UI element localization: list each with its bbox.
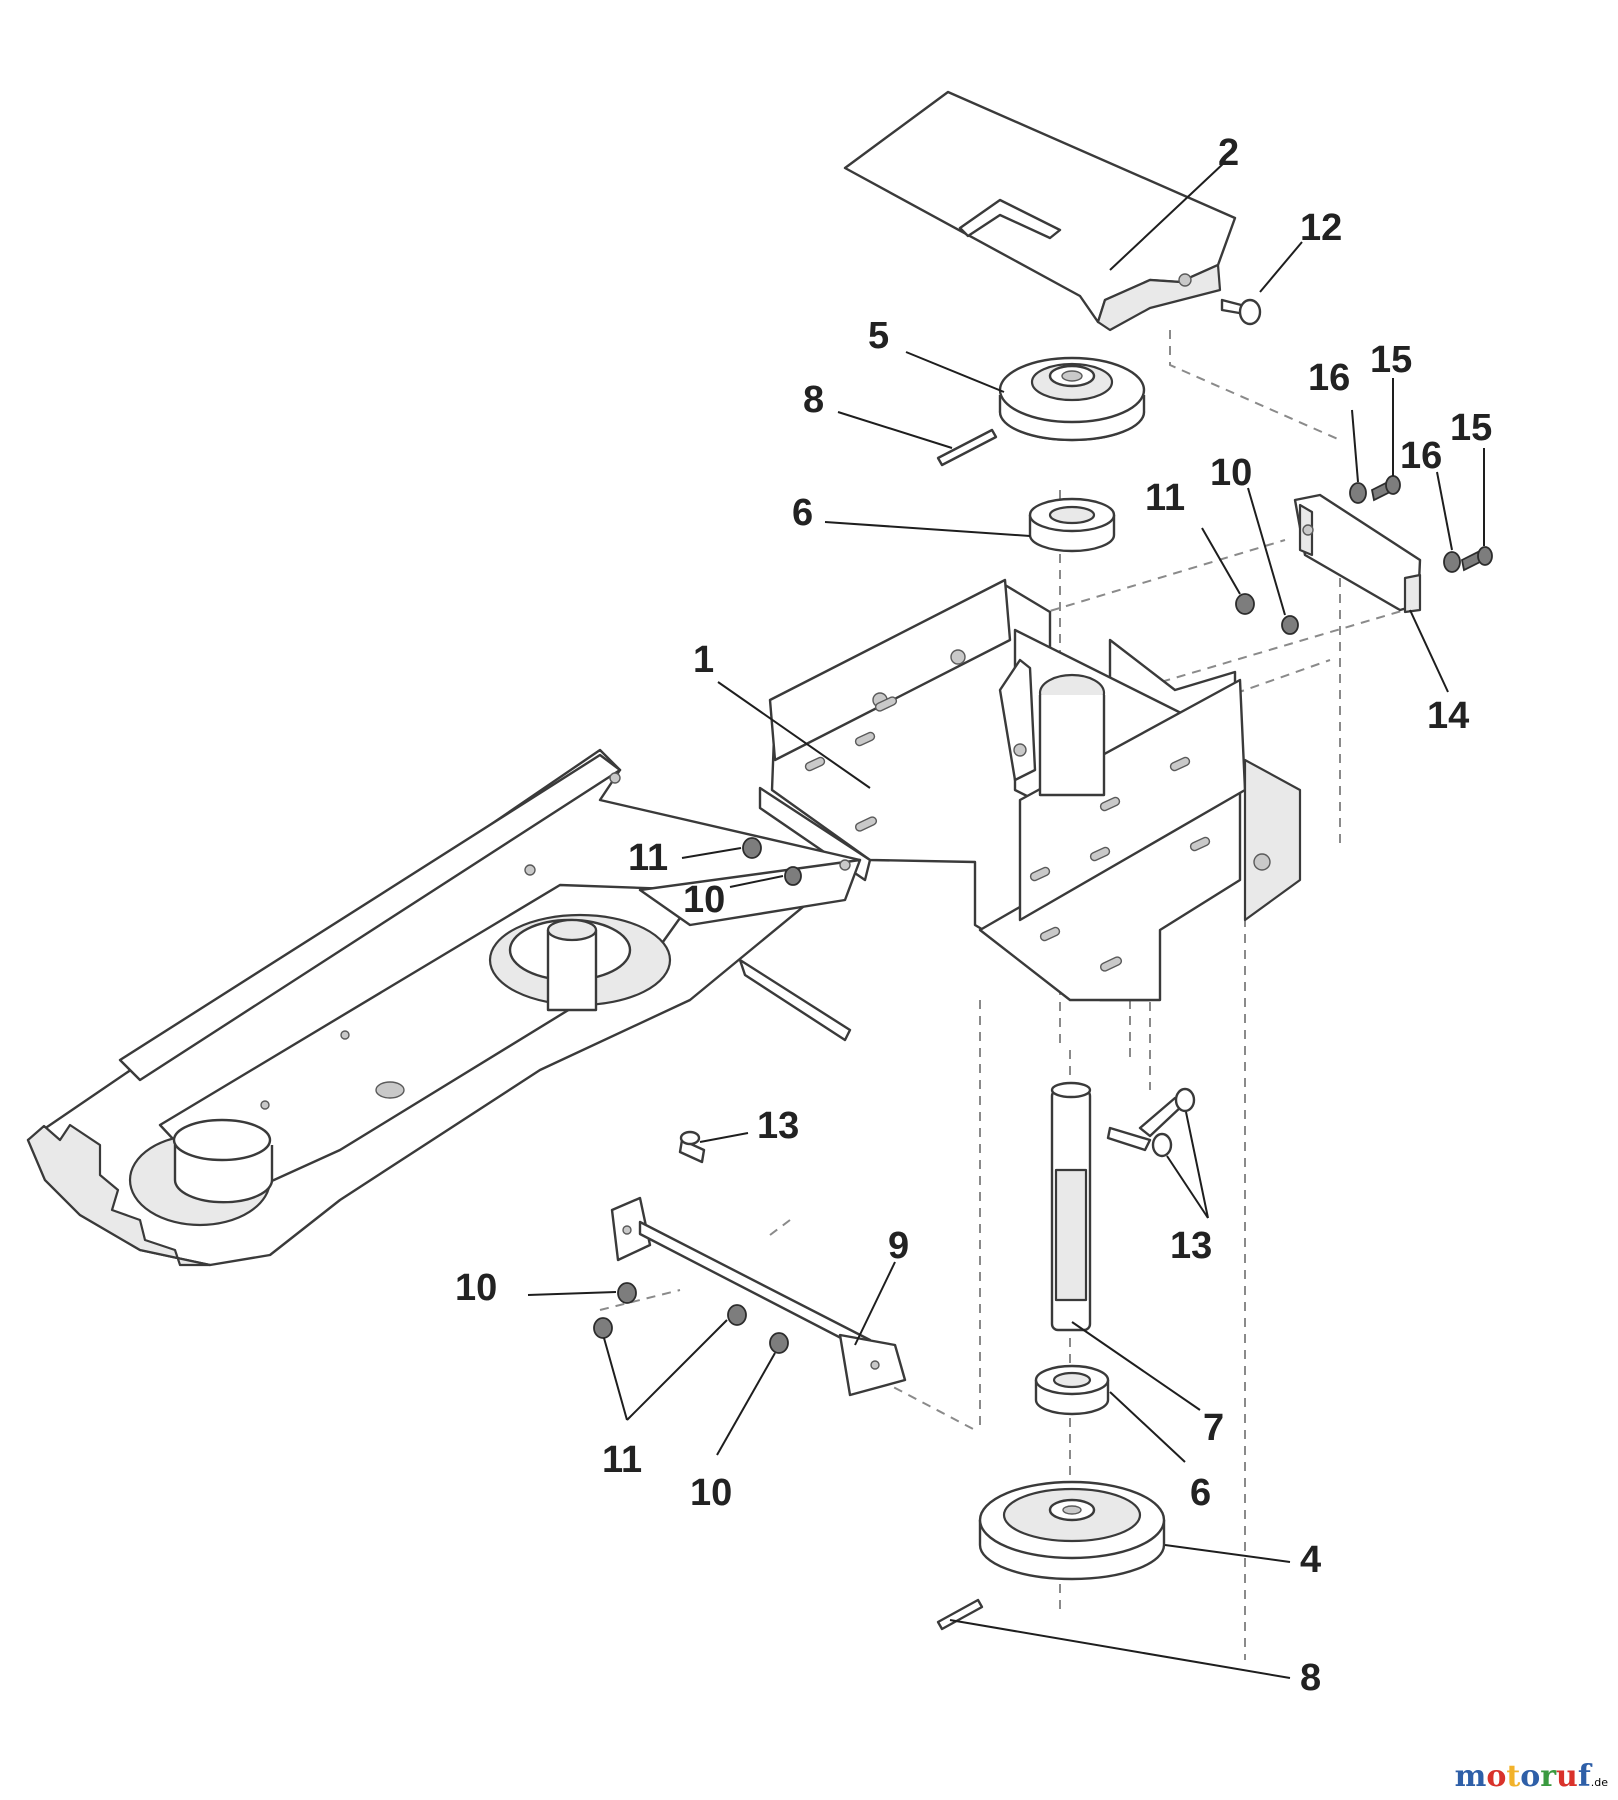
callout-11-lower: 11 — [602, 1439, 642, 1481]
screw-13-right-part — [1106, 1087, 1196, 1158]
screw-13-left-part — [678, 1130, 706, 1164]
callout-12: 12 — [1300, 207, 1342, 249]
washer-10-upper-part — [1281, 615, 1299, 635]
callout-14: 14 — [1427, 695, 1469, 737]
callout-2: 2 — [1218, 132, 1239, 174]
callout-16-lower: 16 — [1400, 435, 1442, 477]
lower-pulley-part — [978, 1480, 1166, 1581]
callout-13-lower: 13 — [1170, 1225, 1212, 1267]
washer-10-left-part — [784, 866, 802, 886]
callout-4: 4 — [1300, 1539, 1321, 1581]
blade-housing-part — [26, 748, 862, 1267]
washer-16-part — [1349, 482, 1461, 573]
pin-upper-part — [936, 428, 998, 467]
callout-labels: 2 12 5 8 16 15 16 15 10 11 6 1 14 11 10 … — [455, 132, 1492, 1699]
callout-1: 1 — [693, 639, 714, 681]
tension-bracket-part — [610, 1196, 907, 1397]
callout-11-upper: 11 — [1145, 477, 1185, 519]
nuts-lower-part — [593, 1282, 789, 1354]
nut-11-upper-part — [1235, 593, 1255, 615]
shaft-part — [1050, 1081, 1092, 1332]
callout-10-upper: 10 — [1210, 452, 1252, 494]
screw-12-part — [1220, 298, 1262, 326]
callout-16-upper: 16 — [1308, 357, 1350, 399]
callout-6-upper: 6 — [792, 492, 813, 534]
watermark-suffix: .de — [1590, 1776, 1608, 1789]
watermark-text: motoruf — [1454, 1759, 1591, 1794]
callout-9: 9 — [888, 1225, 909, 1267]
callout-8-upper: 8 — [803, 379, 824, 421]
pin-lower-part — [936, 1598, 984, 1631]
callout-15-upper: 15 — [1370, 339, 1412, 381]
callout-15-lower: 15 — [1450, 407, 1492, 449]
callout-10-lower-left: 10 — [455, 1267, 497, 1309]
frame-bracket-part — [758, 578, 1302, 1002]
lower-bearing-part — [1034, 1364, 1110, 1416]
nut-11-left-part — [742, 837, 762, 859]
callout-8-lower: 8 — [1300, 1657, 1321, 1699]
plate-14-part — [1293, 493, 1422, 614]
callout-10-left: 10 — [683, 879, 725, 921]
watermark-logo: motoruf.de — [1455, 1759, 1608, 1794]
callout-13-upper: 13 — [757, 1105, 799, 1147]
callout-10-lower: 10 — [690, 1472, 732, 1514]
upper-pulley-part — [998, 356, 1146, 442]
alignment-lines — [599, 330, 1406, 1660]
callout-6-lower: 6 — [1190, 1472, 1211, 1514]
callout-7: 7 — [1203, 1407, 1224, 1449]
callout-5: 5 — [868, 315, 889, 357]
callout-11-left: 11 — [628, 837, 668, 879]
cover-plate-part — [843, 90, 1237, 332]
leader-lines — [527, 161, 1485, 1679]
upper-bearing-part — [1028, 497, 1116, 553]
screw-15-part — [1370, 475, 1493, 572]
